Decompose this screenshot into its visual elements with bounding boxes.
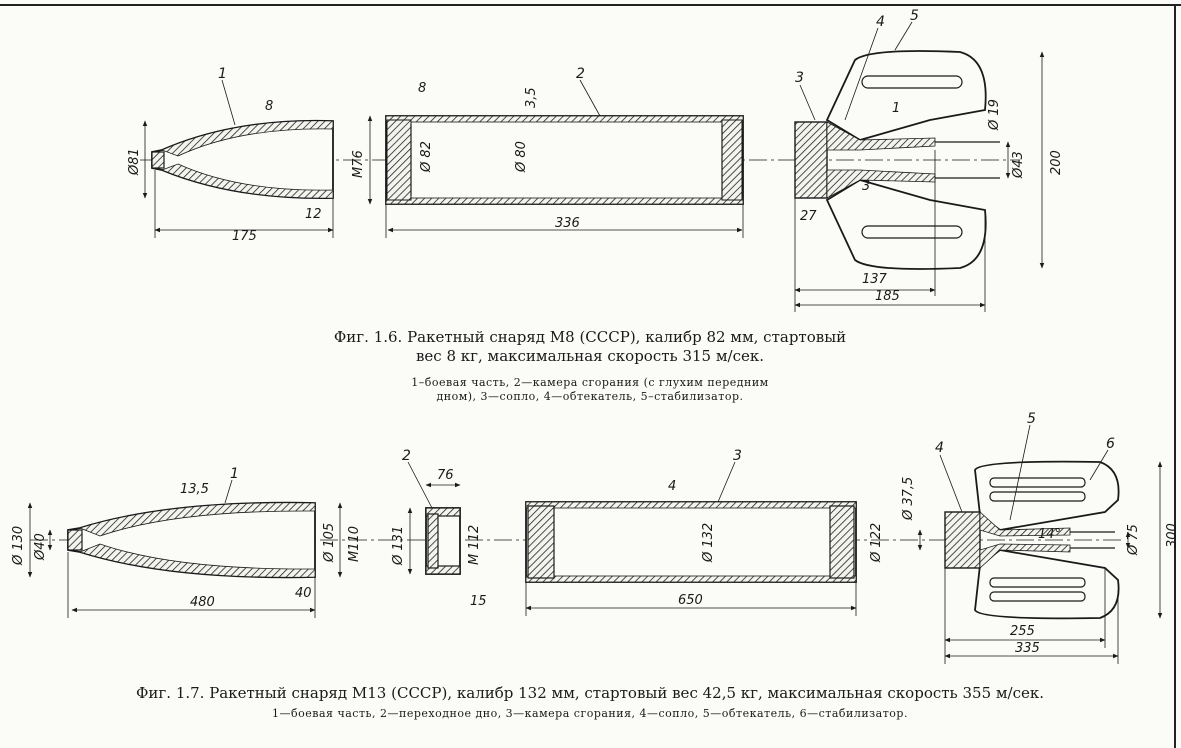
fig17-dim-chamber-wall: 4 (668, 479, 676, 494)
fig17-dim-tail-dia375: Ø 37,5 (901, 477, 916, 521)
fig17-label-6: 6 (1106, 436, 1115, 452)
fig16-legend-line1: 1–боевая часть, 2—камера сгорания (с глу… (411, 376, 769, 389)
fig16-dim-tail-angle3: 3 (862, 179, 870, 194)
fig16-label-5: 5 (910, 8, 919, 24)
fig16-dim-warhead-len: 175 (232, 229, 257, 244)
fig17-dim-warhead-dia130: Ø 130 (11, 526, 26, 566)
fig17-label-2: 2 (402, 448, 411, 464)
fig17-dim-tail-len335: 335 (1015, 641, 1040, 656)
fig16-caption-line1: Фиг. 1.6. Ракетный снаряд М8 (СССР), кал… (333, 328, 847, 346)
fig16-dim-warhead-wall: 8 (265, 99, 273, 114)
fig17-label-1: 1 (230, 466, 239, 482)
fig17-chamber (525, 501, 857, 583)
fig16-legend-line2: дном), 3—сопло, 4—обтекатель, 5–стабилиз… (436, 390, 744, 403)
fig17-dim-chamber-inner: Ø 122 (869, 523, 884, 563)
fig17-dim-warhead-dia40: Ø40 (33, 533, 48, 561)
fig16-dim-tail-nozzle: 27 (800, 209, 817, 224)
fig16-dim-warhead-rear: 12 (305, 207, 322, 222)
fig16-dim-chamber-len: 336 (555, 216, 580, 231)
fig17-dim-warhead-thread: M110 (347, 526, 362, 562)
fig16-dim-tail-dia43: Ø43 (1011, 151, 1026, 179)
fig16-legend: 1–боевая часть, 2—камера сгорания (с глу… (280, 376, 900, 404)
fig16-dim-chamber-wall: 3,5 (524, 87, 539, 108)
fig17-leaders (224, 424, 1109, 521)
fig16-dim-tail-angle1: 1 (892, 101, 900, 116)
fig16-warhead (151, 119, 334, 200)
fig17-dim-tail-span: 300 (1165, 523, 1180, 548)
fig17-transition-bottom (425, 507, 461, 575)
fig16-caption-line2: вес 8 кг, максимальная скорость 315 м/се… (415, 347, 765, 365)
fig17-caption: Фиг. 1.7. Ракетный снаряд М13 (СССР), ка… (20, 684, 1160, 703)
fig16-dim-chamber-thread: M76 (351, 150, 366, 178)
fig16-dim-tail-dia19: Ø 19 (987, 99, 1002, 131)
fig16-dim-tail-len185: 185 (875, 289, 900, 304)
fig17-dim-warhead-len: 480 (190, 595, 215, 610)
fig16-dim-warhead-dia: Ø81 (127, 148, 142, 176)
fig17-dim-bottom-len15: 15 (470, 594, 487, 609)
fig17-dim-tail-dia75: Ø 75 (1126, 524, 1141, 556)
fig17-dim-chamber-dia: Ø 132 (701, 523, 716, 563)
fig17-dim-tail-len255: 255 (1010, 624, 1035, 639)
fig17-dim-bottom-len76: 76 (437, 468, 454, 483)
fig16-chamber (385, 115, 744, 205)
page-edge-right (1174, 4, 1176, 748)
fig16-label-4: 4 (876, 14, 885, 30)
fig16-dim-chamber-end: 8 (418, 81, 426, 96)
fig17-label-3: 3 (733, 448, 742, 464)
fig17-warhead (67, 501, 316, 579)
fig17-dim-bottom-thread: M 112 (467, 525, 482, 565)
fig16-dim-chamber-outer: Ø 82 (419, 141, 434, 173)
fig16-dim-chamber-inner: Ø 80 (514, 141, 529, 173)
fig17-label-5: 5 (1027, 411, 1036, 427)
fig17-dim-bottom-dia: Ø 131 (391, 526, 406, 566)
fig17-tail (944, 460, 1120, 620)
fig17-dim-warhead-dia105: Ø 105 (322, 523, 337, 563)
fig17-dim-warhead-wall: 13,5 (180, 482, 209, 497)
fig16-leaders (221, 21, 913, 126)
fig16-label-1: 1 (218, 66, 227, 82)
fig16-dim-lines (142, 51, 1045, 312)
fig17-dim-tail-angle: 14° (1038, 527, 1061, 542)
fig16-label-2: 2 (576, 66, 585, 82)
fig17-label-4: 4 (935, 440, 944, 456)
page-edge-top (0, 4, 1181, 6)
fig17-dim-lines (27, 461, 1163, 664)
fig17-legend: 1—боевая часть, 2—переходное дно, 3—каме… (60, 707, 1120, 721)
fig16-tail (794, 50, 1000, 270)
fig16-dim-tail-span: 200 (1049, 150, 1064, 175)
fig17-legend-line1: 1—боевая часть, 2—переходное дно, 3—каме… (272, 707, 908, 720)
fig16-dim-tail-len137: 137 (862, 272, 888, 287)
fig16-label-3: 3 (795, 70, 804, 86)
fig17-dim-warhead-rear: 40 (295, 586, 312, 601)
fig17-dim-chamber-len: 650 (678, 593, 703, 608)
fig17-caption-line1: Фиг. 1.7. Ракетный снаряд М13 (СССР), ка… (135, 684, 1045, 702)
fig16-caption: Фиг. 1.6. Ракетный снаряд М8 (СССР), кал… (240, 328, 940, 366)
